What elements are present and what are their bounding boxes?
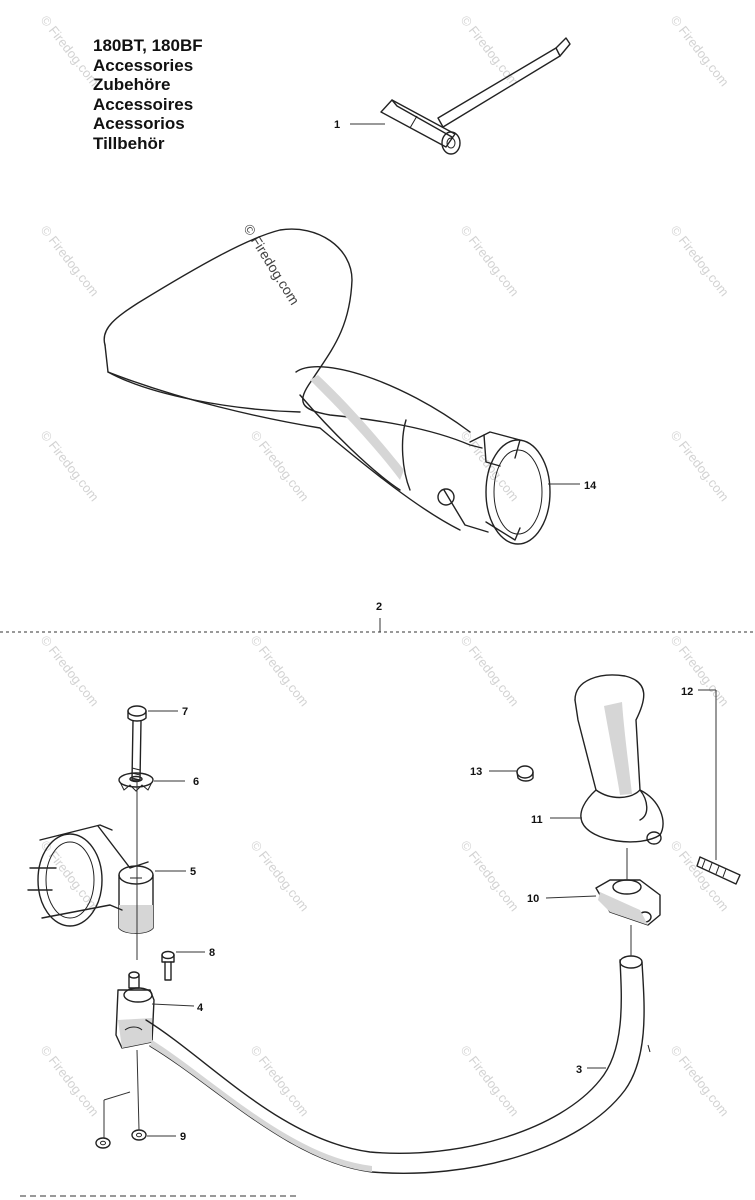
callout-labels: 1 2 3 4 5 6 7 8 9 10 11 12 13 14 [180, 119, 693, 1143]
part-14-debris-deflector [103, 228, 551, 545]
title-line-de: Zubehöre [93, 75, 171, 94]
watermark-text: © Firedog.com [668, 633, 732, 710]
callout-7: 7 [182, 706, 188, 718]
callout-2: 2 [376, 601, 382, 613]
watermark-text: © Firedog.com [668, 13, 732, 90]
watermark-text: © Firedog.com [248, 838, 312, 915]
callout-8: 8 [209, 947, 215, 959]
watermark-text: © Firedog.com [248, 633, 312, 710]
part-1-t-wrench [380, 37, 571, 155]
part-3-loop-handle-tube [145, 955, 651, 1174]
callout-13: 13 [470, 766, 482, 778]
watermark-text: © Firedog.com [458, 838, 522, 915]
callout-10: 10 [527, 893, 539, 905]
watermark-text-main: © Firedog.com [240, 221, 302, 308]
part-6-star-washer [118, 772, 154, 792]
part-11-handle-grip [574, 674, 664, 845]
watermark-text: © Firedog.com [248, 1043, 312, 1120]
watermark-text: © Firedog.com [38, 838, 102, 915]
watermark-text: © Firedog.com [668, 1043, 732, 1120]
watermark-text: © Firedog.com [458, 1043, 522, 1120]
part-12-long-screw [696, 856, 741, 885]
watermark-text: © Firedog.com [458, 633, 522, 710]
part-4-tube-clamp [115, 971, 155, 1049]
title-line-fr: Accessoires [93, 94, 194, 114]
leader-lines [103, 123, 717, 1138]
watermark-text: © Firedog.com [38, 13, 102, 90]
watermark-text: © Firedog.com [458, 13, 522, 90]
watermark-text: © Firedog.com [458, 223, 522, 300]
part-8-screw [161, 950, 175, 981]
watermark-text: © Firedog.com [38, 633, 102, 710]
watermark-layer: © Firedog.com © Firedog.com © Firedog.co… [38, 13, 732, 1120]
callout-1: 1 [334, 119, 340, 131]
watermark-text: © Firedog.com [668, 838, 732, 915]
watermark-text: © Firedog.com [248, 428, 312, 505]
callout-11: 11 [531, 814, 543, 826]
callout-12: 12 [681, 686, 693, 698]
part-10-handle-bracket [595, 879, 661, 926]
title-line-sv: Tillbehör [93, 133, 165, 153]
watermark-text: © Firedog.com [668, 428, 732, 505]
callout-14: 14 [584, 480, 597, 492]
watermark-text: © Firedog.com [38, 1043, 102, 1120]
title-line-en: Accessories [93, 55, 194, 75]
part-7-bolt [127, 705, 147, 781]
model-title: 180BT, 180BF [93, 36, 203, 55]
callout-6: 6 [193, 776, 199, 788]
callout-5: 5 [190, 866, 196, 878]
callout-9: 9 [180, 1131, 186, 1143]
part-5-handle-clamp [27, 824, 154, 934]
watermark-text: © Firedog.com [38, 223, 102, 300]
watermark-text: © Firedog.com [668, 223, 732, 300]
part-13-nut [516, 765, 534, 782]
callout-4: 4 [197, 1002, 204, 1014]
diagram-title-block: 180BT, 180BF Accessories Zubehöre Access… [93, 36, 203, 153]
title-line-pt: Acessorios [93, 114, 185, 133]
callout-3: 3 [576, 1064, 582, 1076]
watermark-text: © Firedog.com [38, 428, 102, 505]
